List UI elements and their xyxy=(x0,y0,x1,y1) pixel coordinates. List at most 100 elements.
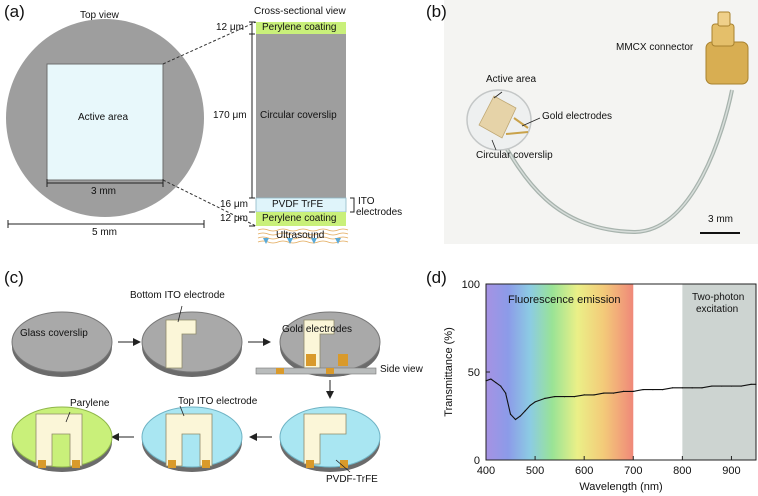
disc-pvdf xyxy=(279,406,381,472)
disc-glass xyxy=(11,311,113,377)
data-point xyxy=(519,415,521,417)
x-tick-label: 800 xyxy=(673,465,691,477)
data-point xyxy=(505,392,507,394)
pvdf-thickness: 16 μm xyxy=(220,199,248,210)
two-photon-label-2: excitation xyxy=(696,304,739,315)
active-area-square xyxy=(46,63,164,181)
panel-a-label: (a) xyxy=(4,2,25,21)
cross-section-title: Cross-sectional view xyxy=(254,6,346,17)
perylene-bottom-thickness: 12 μm xyxy=(220,213,248,224)
scale-bar-label: 3 mm xyxy=(708,214,733,225)
panel-b-illustration xyxy=(466,11,749,235)
pvdf-layer-label: PVDF TrFE xyxy=(272,199,324,210)
data-point xyxy=(554,396,556,398)
layer-perylene-bottom xyxy=(256,212,346,226)
disc-parylene xyxy=(11,406,113,472)
coverslip-layer-label: Circular coverslip xyxy=(260,110,337,121)
bottom-ito-label: Bottom ITO electrode xyxy=(130,290,225,301)
data-point xyxy=(603,392,605,394)
data-point xyxy=(500,385,502,387)
data-point xyxy=(691,387,693,389)
coverslip-photo-label: Circular coverslip xyxy=(476,150,553,161)
data-point xyxy=(721,385,723,387)
perylene-bottom-label: Perylene coating xyxy=(262,213,337,224)
panel-a-drawing xyxy=(6,19,355,244)
transmittance-line xyxy=(485,378,756,421)
data-point xyxy=(730,385,733,387)
data-point xyxy=(740,385,742,387)
ultrasound-arrows xyxy=(263,238,341,244)
ito-label-1: ITO xyxy=(358,196,375,207)
two-photon-label-1: Two-photon xyxy=(692,292,745,303)
gold-electrode-photo xyxy=(513,117,529,129)
x-tick-label: 600 xyxy=(575,465,593,477)
y-axis-label: Transmittance (%) xyxy=(443,327,455,416)
layer-coverslip xyxy=(256,34,346,198)
panel-c-label: (c) xyxy=(4,268,24,287)
pvdf-trfe-label: PVDF-TrFE xyxy=(326,474,378,485)
panel-c: (c) xyxy=(0,262,423,496)
data-point xyxy=(529,404,531,407)
data-point xyxy=(642,389,644,391)
side-view-label: Side view xyxy=(380,364,423,375)
data-point xyxy=(514,418,517,421)
fluorescence-label: Fluorescence emission xyxy=(508,294,621,306)
parylene-label: Parylene xyxy=(70,398,110,409)
data-point xyxy=(671,387,674,389)
top-ito-label: Top ITO electrode xyxy=(178,396,258,407)
data-point xyxy=(711,385,713,387)
layer-perylene-top xyxy=(256,22,346,34)
x-axis-label: Wavelength (nm) xyxy=(579,481,662,493)
x-tick-label: 500 xyxy=(526,465,544,477)
active-area-photo xyxy=(478,95,517,139)
active-area-label: Active area xyxy=(78,112,129,123)
ito-label-2: electrodes xyxy=(356,207,403,218)
data-point xyxy=(622,390,625,392)
data-point xyxy=(593,394,595,396)
x-tick-label: 700 xyxy=(624,465,642,477)
data-point xyxy=(573,396,575,398)
active-area-photo-label: Active area xyxy=(486,74,537,85)
panel-d-label: (d) xyxy=(426,268,447,287)
panel-b-photo: (b) MMCX connector Active area Gold elec… xyxy=(426,0,758,244)
inner-dim-label: 3 mm xyxy=(91,186,116,197)
x-tick-label: 900 xyxy=(722,465,740,477)
band-two-photon-excitation xyxy=(682,284,756,460)
gold-electrodes-label: Gold electrodes xyxy=(282,324,353,335)
y-tick-label: 100 xyxy=(462,279,480,291)
data-point xyxy=(701,387,703,389)
ito-bracket xyxy=(350,197,355,213)
y-tick-label: 0 xyxy=(474,455,480,467)
y-tick-label: 50 xyxy=(468,367,480,379)
data-point xyxy=(652,389,654,391)
x-tick-label: 400 xyxy=(477,465,495,477)
disc-top-ito xyxy=(141,406,243,472)
panel-b-label: (b) xyxy=(426,2,447,21)
data-point xyxy=(563,396,566,398)
data-point xyxy=(583,394,585,396)
zoom-line-top xyxy=(162,21,257,65)
coax-cable xyxy=(494,89,734,235)
data-point xyxy=(662,389,664,391)
panel-a: (a) xyxy=(0,0,444,250)
data-point xyxy=(750,383,752,385)
ultrasound-waves xyxy=(257,228,349,244)
data-point xyxy=(544,397,546,399)
outer-dim-label: 5 mm xyxy=(92,227,117,238)
data-point xyxy=(495,381,497,384)
mmcx-connector xyxy=(705,41,749,85)
disc-bottom-ito xyxy=(141,311,243,377)
data-point xyxy=(613,392,615,394)
perylene-top-thickness: 12 μm xyxy=(216,22,244,33)
data-point xyxy=(524,410,526,412)
perylene-top-label: Perylene coating xyxy=(262,22,337,33)
zoom-line-bottom xyxy=(162,179,257,227)
gold-electrodes-photo-label: Gold electrodes xyxy=(542,111,613,122)
glass-coverslip-label: Glass coverslip xyxy=(20,328,88,339)
band-fluorescence-emission xyxy=(486,284,634,460)
data-point xyxy=(534,401,536,403)
data-point xyxy=(490,378,492,380)
data-point xyxy=(485,380,487,382)
